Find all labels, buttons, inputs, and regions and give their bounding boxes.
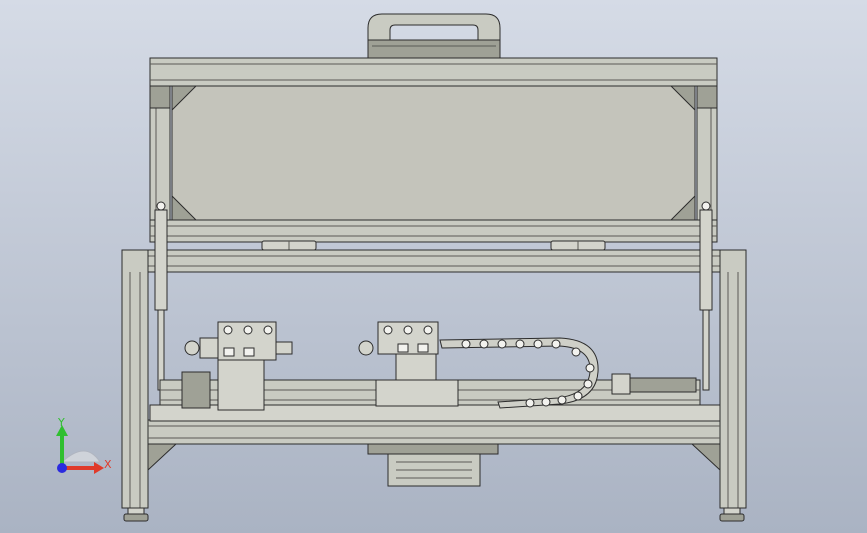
drawer (367, 443, 499, 487)
triad-origin-icon (57, 463, 67, 473)
base-frame (121, 249, 747, 509)
right-spindle-unit (358, 321, 459, 407)
x-axis-arrowhead-icon (94, 462, 104, 474)
y-axis-label: Y (57, 416, 65, 429)
x-axis-label: X (104, 458, 112, 471)
hinges (261, 240, 606, 251)
gas-springs (154, 201, 713, 391)
leveling-feet (123, 507, 745, 522)
rail-end-block (611, 373, 697, 395)
carry-handle (367, 13, 501, 59)
coordinate-triad[interactable]: Y X (56, 416, 112, 474)
corner-brackets (171, 85, 696, 221)
lid-panel (171, 85, 696, 221)
left-spindle-unit (181, 321, 293, 411)
triad-plane-icon (60, 450, 101, 463)
y-axis-arrowhead-icon (56, 425, 68, 436)
cable-drag-chain (439, 337, 599, 409)
